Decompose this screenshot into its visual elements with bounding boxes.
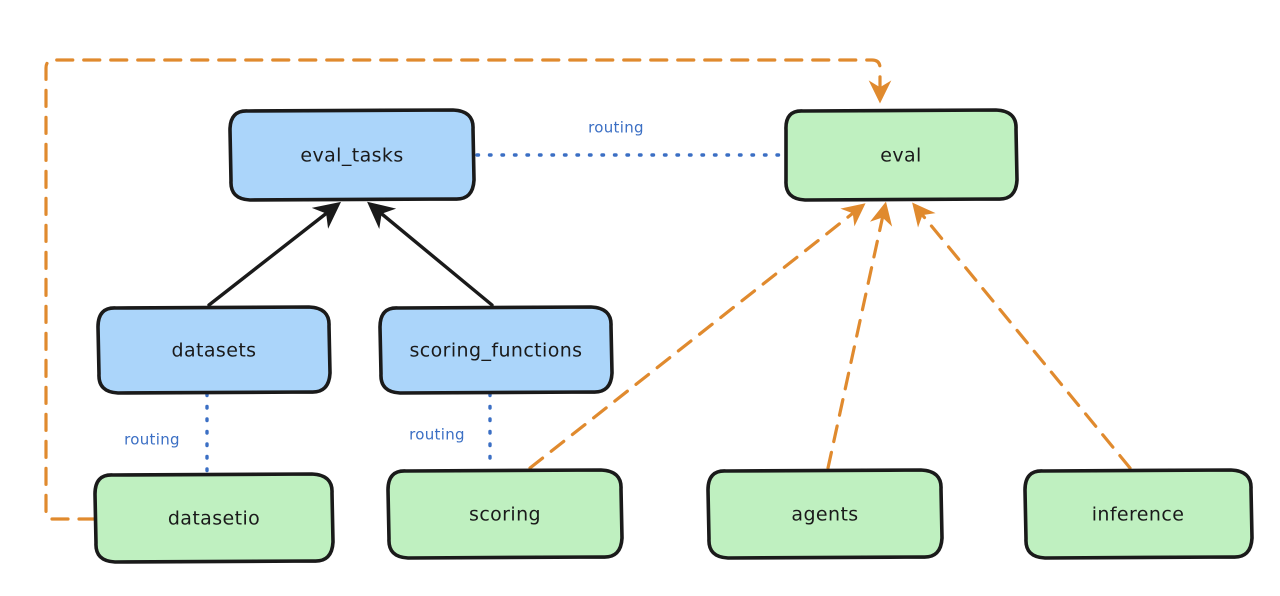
edge-datasetio-eval [44,58,892,521]
node-label-agents: agents [791,504,858,526]
node-datasets[interactable]: datasets [96,305,332,395]
edge-label-routing-eval-tasks: routing [588,119,644,137]
edge-layer [44,58,1132,521]
node-datasetio[interactable]: datasetio [93,472,335,564]
node-scoring-functions[interactable]: scoring_functions [378,305,614,395]
edge-agents-eval [826,201,893,470]
node-layer: eval_tasks eval datasets scoring_functio… [93,108,1254,564]
edge-label-routing-datasets: routing [124,431,180,449]
edge-label-layer: routing routing routing [124,119,644,449]
node-eval[interactable]: eval [784,108,1019,202]
node-label-scoring: scoring [469,504,541,526]
edge-inference-eval [912,202,1132,470]
edge-scoring-eval [528,203,866,470]
edge-label-routing-scoring-functions: routing [409,426,465,444]
node-agents[interactable]: agents [706,468,944,560]
edge-datasets-eval-tasks [207,201,342,307]
node-label-inference: inference [1092,504,1185,526]
node-scoring[interactable]: scoring [386,468,624,560]
node-label-datasetio: datasetio [168,508,260,530]
node-eval-tasks[interactable]: eval_tasks [228,108,476,202]
node-label-eval: eval [880,145,921,167]
node-inference[interactable]: inference [1023,468,1254,560]
node-label-datasets: datasets [172,340,257,362]
node-label-scoring-functions: scoring_functions [410,340,583,362]
edge-scoring-functions-eval-tasks [367,201,494,307]
node-label-eval-tasks: eval_tasks [300,145,403,167]
